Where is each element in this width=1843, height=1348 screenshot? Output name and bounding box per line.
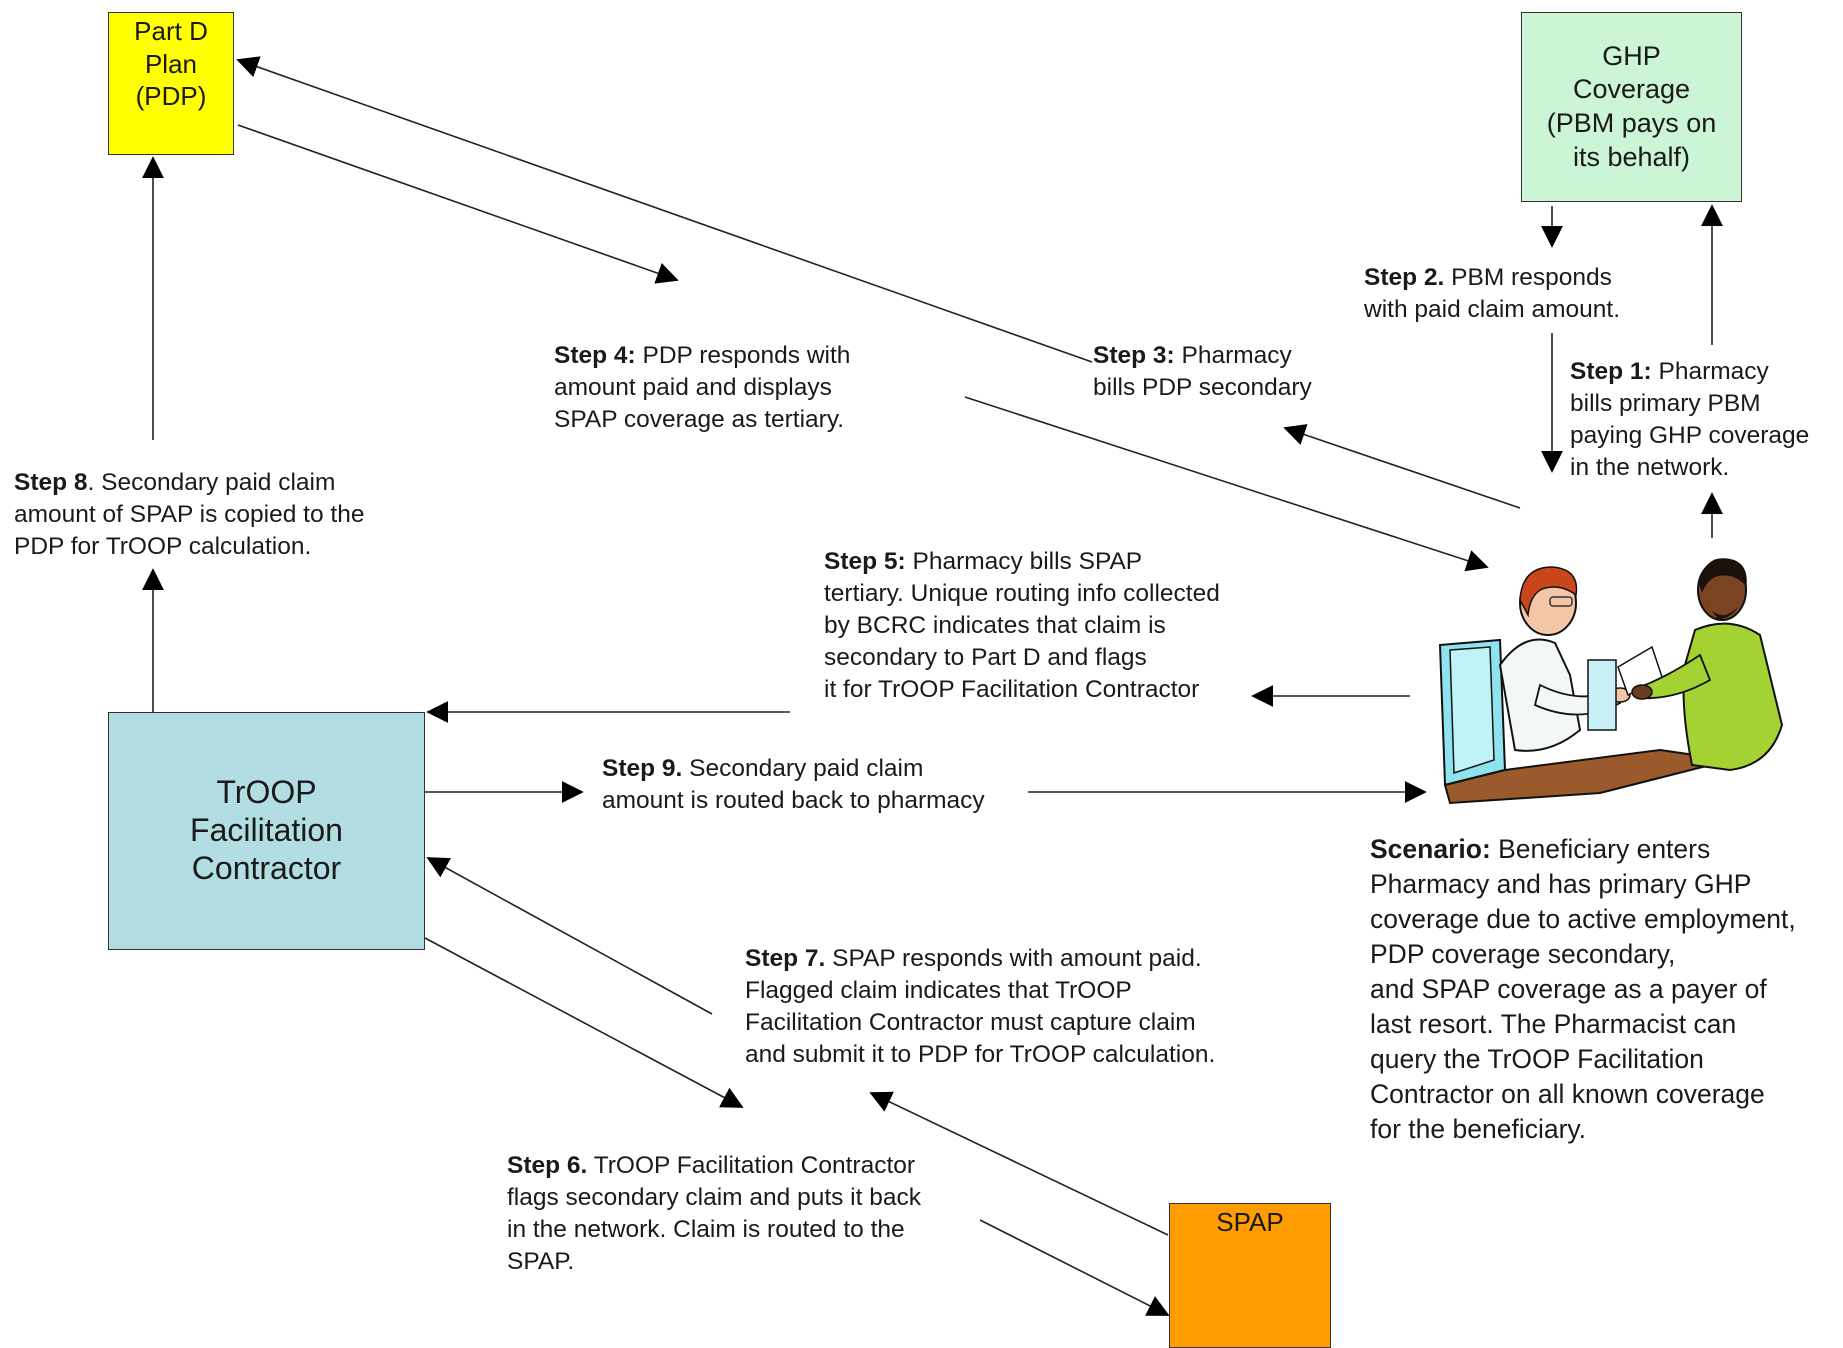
step3-text: Step 3: Pharmacy bills PDP secondary xyxy=(1093,342,1312,401)
arrow-step7-upper xyxy=(426,857,713,1015)
step8-text: Step 8. Secondary paid claim amount of S… xyxy=(14,469,365,560)
scenario-text: Scenario: Beneficiary enters Pharmacy an… xyxy=(1370,834,1796,1144)
step5-text: Step 5: Pharmacy bills SPAP tertiary. Un… xyxy=(824,548,1220,703)
step7-text: Step 7. SPAP responds with amount paid. … xyxy=(745,945,1216,1068)
arrow-step4-upper xyxy=(237,124,679,284)
step2-text: Step 2. PBM responds with paid claim amo… xyxy=(1364,264,1621,323)
step6-text: Step 6. TrOOP Facilitation Contractor fl… xyxy=(507,1152,921,1275)
ghp-coverage-label: GHP Coverage (PBM pays on its behalf) xyxy=(1546,40,1717,172)
troop-contractor-label: TrOOP Facilitation Contractor xyxy=(190,774,343,886)
step1-text: Step 1: Pharmacy bills primary PBM payin… xyxy=(1570,358,1810,481)
pharmacist-and-customer-illustration xyxy=(1438,558,1784,805)
arrow-step3-lower xyxy=(1283,424,1521,509)
ghp-coverage-box: GHP Coverage (PBM pays on its behalf) xyxy=(1521,12,1742,202)
spap-label: SPAP xyxy=(1216,1207,1284,1237)
step4-text: Step 4: PDP responds with amount paid an… xyxy=(554,342,851,433)
arrow-step3-upper xyxy=(236,56,1093,363)
part-d-plan-box: Part D Plan (PDP) xyxy=(108,12,234,155)
part-d-plan-label: Part D Plan (PDP) xyxy=(134,16,208,111)
arrow-step6-upper xyxy=(424,937,744,1108)
arrow-step6-lower xyxy=(979,1219,1170,1316)
arrow-step7-lower xyxy=(869,1091,1169,1236)
step9-text: Step 9. Secondary paid claim amount is r… xyxy=(602,755,985,814)
spap-box: SPAP xyxy=(1169,1203,1331,1348)
arrow-step4-lower xyxy=(964,396,1489,572)
troop-facilitation-contractor-box: TrOOP Facilitation Contractor xyxy=(108,712,425,950)
